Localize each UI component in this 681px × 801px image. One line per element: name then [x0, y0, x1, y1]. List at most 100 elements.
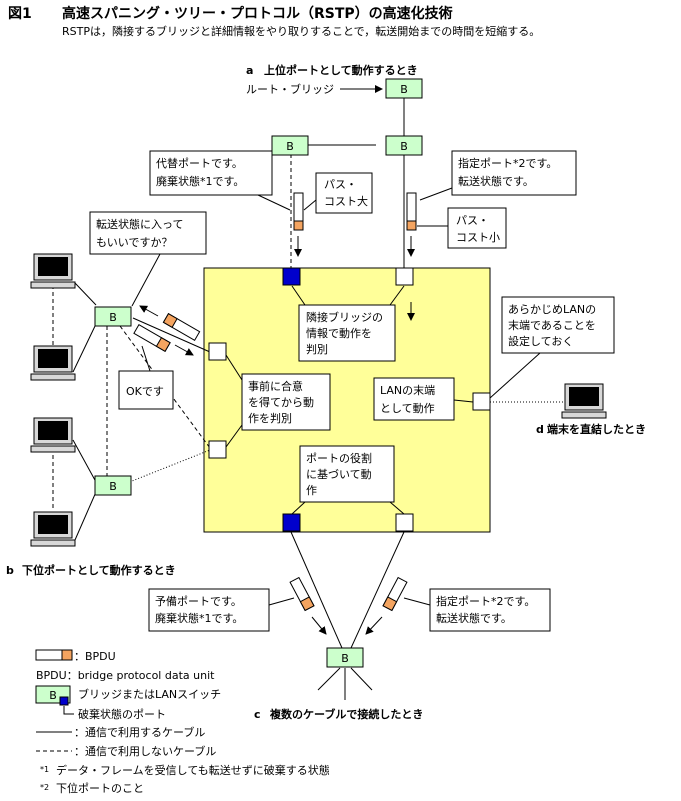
bpdu-left-ok-arrow: [174, 344, 194, 356]
svg-text:転送状態に入って: 転送状態に入って: [96, 217, 183, 231]
svg-text:B: B: [109, 311, 117, 324]
svg-text:として動作: として動作: [380, 401, 435, 415]
port-top-blocked: [282, 267, 301, 286]
bridge-b4: B: [94, 475, 132, 496]
figure-title: 高速スパニング・ツリー・プロトコル（RSTP）の高速化技術: [62, 5, 453, 22]
cable-pc3-b4: [72, 439, 97, 483]
cable-b4-center-dotted: [126, 449, 211, 484]
svg-text:判別: 判別: [306, 343, 328, 356]
legend-bpdu: ：BPDU: [74, 650, 116, 663]
svg-text:あらかじめLANの: あらかじめLANの: [508, 303, 596, 316]
svg-text:複数のケーブルで接続したとき: 複数のケーブルで接続したとき: [269, 707, 423, 721]
svg-text:設定しておく: 設定しておく: [508, 334, 573, 348]
legend-discard-pointer: [63, 706, 74, 715]
cable-b5-down-left: [317, 667, 341, 691]
root-bridge-label: ルート・ブリッジ: [246, 82, 334, 96]
cable-pc1-b3: [74, 282, 97, 306]
callout-neighbor-info: 隣接ブリッジの 情報で動作を 判別: [291, 285, 405, 362]
bpdu-bottom-right-arrow: [365, 616, 383, 635]
cable-pc4-b4: [74, 491, 97, 541]
svg-text:転送状態です。: 転送状態です。: [458, 174, 534, 188]
callout-ok: OKです: [118, 345, 174, 410]
legend-note2: 下位ポートのこと: [56, 781, 144, 795]
callout-designated-port-top: 指定ポート*2です。 転送状態です。: [419, 150, 577, 201]
callout-prior-agreement: 事前に合意 を得てから動 作を判別: [225, 354, 331, 448]
svg-text:作を判別: 作を判別: [248, 412, 292, 425]
svg-text:コスト小: コスト小: [456, 231, 500, 244]
svg-text:端末を直結したとき: 端末を直結したとき: [547, 422, 646, 436]
pc-terminal-icon: [30, 345, 76, 381]
root-bridge: B: [385, 78, 423, 99]
legend-unused-cable: ：通信で利用しないケーブル: [74, 744, 216, 758]
svg-text:転送状態です。: 転送状態です。: [436, 611, 512, 625]
cable-center-b5-blocked: [290, 531, 343, 649]
svg-text:コスト大: コスト大: [324, 194, 368, 208]
svg-text:LANの末端: LANの末端: [380, 383, 435, 397]
bpdu-left-ok: [133, 323, 171, 353]
port-bottom-blocked: [282, 513, 301, 532]
port-bottom-forwarding: [395, 513, 414, 532]
bpdu-bottom-left: [289, 576, 315, 612]
svg-text:B: B: [400, 140, 408, 153]
pc-terminal-icon: [30, 511, 76, 547]
port-left-upper: [208, 342, 227, 361]
svg-text:c: c: [254, 708, 261, 721]
svg-text:B: B: [341, 652, 349, 665]
svg-text:事前に合意: 事前に合意: [248, 379, 303, 393]
cable-pc2-b3: [72, 323, 97, 373]
svg-text:d: d: [536, 423, 544, 436]
svg-text:a: a: [246, 64, 253, 77]
svg-text:B: B: [286, 140, 294, 153]
pc-terminal-icon: [561, 383, 607, 419]
svg-text:もいいですか？: もいいですか？: [96, 236, 172, 249]
callout-designated-port-bottom: 指定ポート*2です。 転送状態です。: [403, 588, 551, 632]
svg-text:B: B: [400, 83, 408, 96]
svg-text:に基づいて動: に基づいて動: [306, 467, 372, 481]
bridge-b5: B: [326, 647, 364, 668]
cable-b5-down-right: [350, 667, 373, 691]
cable-b3-center: [132, 317, 211, 353]
svg-text:OKです: OKです: [126, 385, 164, 398]
figure-number: 図1: [8, 6, 32, 22]
svg-text:を得てから動: を得てから動: [248, 395, 314, 409]
legend-note1: データ・フレームを受信しても転送せずに破棄する状態: [56, 763, 330, 777]
section-d-header: d 端末を直結したとき: [536, 422, 646, 436]
callout-alt-port: 代替ポートです。 廃棄状態*1です。: [149, 150, 291, 211]
callout-backup-port: 予備ポートです。 廃棄状態*1です。: [148, 588, 295, 632]
bridge-b3: B: [94, 306, 132, 327]
bpdu-top-right: [406, 192, 417, 231]
legend-bpdu-symbol: [35, 649, 73, 661]
svg-text:隣接ブリッジの: 隣接ブリッジの: [306, 310, 383, 324]
legend-bridge-symbol: B: [35, 685, 71, 706]
svg-text:B: B: [109, 480, 117, 493]
port-left-lower: [208, 440, 227, 459]
bridge-b1: B: [271, 135, 309, 156]
svg-text:廃棄状態*1です。: 廃棄状態*1です。: [155, 611, 243, 625]
svg-text:B: B: [49, 689, 57, 702]
cable-b3-center2-dashed: [119, 325, 211, 449]
callout-transfer-question: 転送状態に入って もいいですか？: [89, 211, 207, 307]
callout-port-role: ポートの役割 に基づいて動 作: [291, 445, 405, 515]
svg-text:指定ポート*2です。: 指定ポート*2です。: [436, 594, 535, 608]
svg-text:情報で動作を: 情報で動作を: [306, 326, 372, 340]
svg-text:パス・: パス・: [324, 178, 357, 191]
figure-subtitle: RSTPは，隣接するブリッジと詳細情報をやり取りすることで，転送開始までの時間を…: [62, 24, 540, 38]
callout-path-cost-low: パス・ コスト小: [417, 207, 507, 249]
legend-bridge-switch: ブリッジまたはLANスイッチ: [78, 687, 221, 701]
legend-used-cable: ：通信で利用するケーブル: [74, 725, 205, 739]
pc-terminal-icon: [30, 417, 76, 453]
svg-text:下位ポートとして動作するとき: 下位ポートとして動作するとき: [22, 563, 176, 577]
svg-text:b: b: [6, 564, 14, 577]
pc-terminal-icon: [30, 253, 76, 289]
svg-text:ポートの役割: ポートの役割: [306, 451, 372, 465]
svg-text:作: 作: [306, 484, 317, 497]
section-c-header: c 複数のケーブルで接続したとき: [254, 707, 423, 721]
bpdu-bottom-left-arrow: [311, 616, 327, 635]
legend-note1-mark: *1: [40, 765, 49, 774]
svg-text:予備ポートです。: 予備ポートです。: [155, 595, 242, 608]
svg-text:廃棄状態*1です。: 廃棄状態*1です。: [156, 174, 244, 188]
legend-note2-mark: *2: [40, 783, 49, 792]
bpdu-top-left: [293, 192, 304, 231]
bpdu-bottom-right: [382, 576, 408, 612]
legend-discard-port: 破棄状態のポート: [78, 707, 166, 721]
